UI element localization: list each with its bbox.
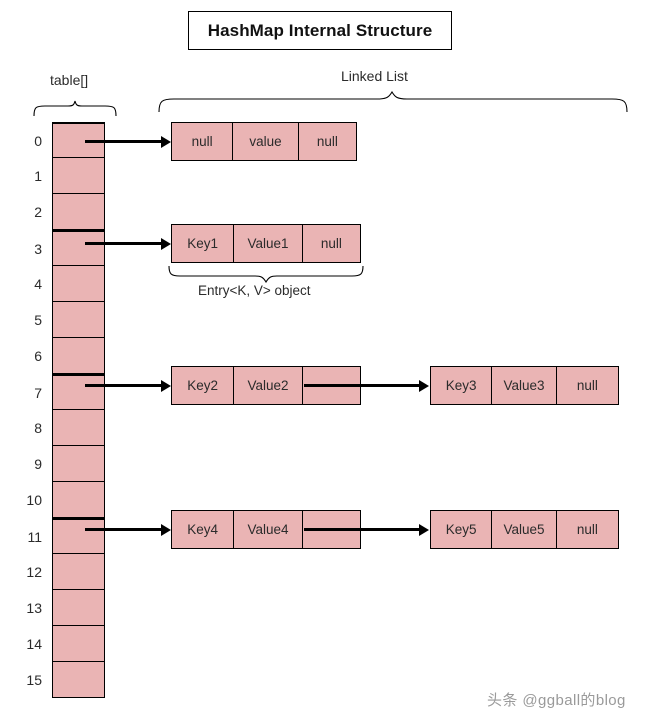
entry-next: null [302,225,361,262]
bucket-index-3: 3 [34,240,42,257]
bucket-14[interactable]: 14 [26,626,105,662]
bucket-index-4: 4 [34,275,42,292]
entry-node-bucket7-head[interactable]: Key2 Value2 [171,366,361,405]
entry-key: null [172,123,234,160]
diagram-title-box: HashMap Internal Structure [188,11,452,50]
entry-node-bucket3-head[interactable]: Key1 Value1 null [171,224,361,263]
entry-node-bucket0-head[interactable]: null value null [171,122,357,161]
arrow-bucket11-head-to-second [304,528,420,531]
bucket-10[interactable]: 10 [26,482,105,518]
entry-key: Key1 [172,225,235,262]
bucket-4[interactable]: 4 [34,266,105,302]
table-array-brace [33,100,117,117]
bucket-7[interactable]: 7 [34,374,105,410]
bucket-index-6: 6 [34,347,42,364]
arrow-bucket-3-to-node [85,242,162,245]
bucket-index-11: 11 [27,528,42,545]
entry-next: null [298,123,357,160]
entry-value: Value5 [492,511,557,548]
bucket-index-5: 5 [34,311,42,328]
bucket-index-0: 0 [34,132,42,149]
entry-key: Key3 [431,367,493,404]
bucket-11[interactable]: 11 [27,518,105,554]
bucket-8[interactable]: 8 [34,410,105,446]
bucket-index-15: 15 [26,671,42,688]
bucket-index-8: 8 [34,419,42,436]
linked-list-label: Linked List [341,68,408,84]
bucket-index-1: 1 [34,167,42,184]
bucket-12[interactable]: 12 [26,554,105,590]
bucket-3[interactable]: 3 [34,230,105,266]
bucket-5[interactable]: 5 [34,302,105,338]
entry-object-brace [168,265,364,284]
arrow-bucket-0-to-node [85,140,162,143]
bucket-13[interactable]: 13 [26,590,105,626]
arrow-bucket-7-to-node [85,384,162,387]
watermark: 头条 @ggball的blog [487,692,626,709]
bucket-index-10: 10 [26,491,42,508]
entry-value: Value4 [234,511,303,548]
hash-table-array: 0 1 2 3 4 5 6 7 8 9 10 1 [26,122,105,698]
entry-key: Key5 [431,511,493,548]
entry-node-bucket11-second[interactable]: Key5 Value5 null [430,510,619,549]
entry-value: value [233,123,299,160]
bucket-1[interactable]: 1 [34,158,105,194]
bucket-index-9: 9 [34,455,42,472]
bucket-index-7: 7 [34,384,42,401]
bucket-2[interactable]: 2 [34,194,105,230]
arrow-bucket7-head-to-second [304,384,420,387]
bucket-15[interactable]: 15 [26,662,105,698]
table-array-label: table[] [50,72,89,88]
entry-key: Key2 [172,367,235,404]
entry-key: Key4 [172,511,235,548]
bucket-index-2: 2 [34,203,42,220]
entry-object-label: Entry<K, V> object [198,283,311,298]
entry-value: Value3 [492,367,557,404]
bucket-9[interactable]: 9 [34,446,105,482]
linked-list-brace [158,90,628,113]
bucket-6[interactable]: 6 [34,338,105,374]
entry-value: Value1 [234,225,303,262]
bucket-index-12: 12 [26,563,42,580]
bucket-index-14: 14 [26,635,42,652]
bucket-index-13: 13 [26,599,42,616]
arrow-bucket-11-to-node [85,528,162,531]
entry-node-bucket7-second[interactable]: Key3 Value3 null [430,366,619,405]
entry-next: null [556,367,618,404]
diagram-title: HashMap Internal Structure [207,20,433,40]
entry-next: null [556,511,618,548]
entry-value: Value2 [234,367,303,404]
